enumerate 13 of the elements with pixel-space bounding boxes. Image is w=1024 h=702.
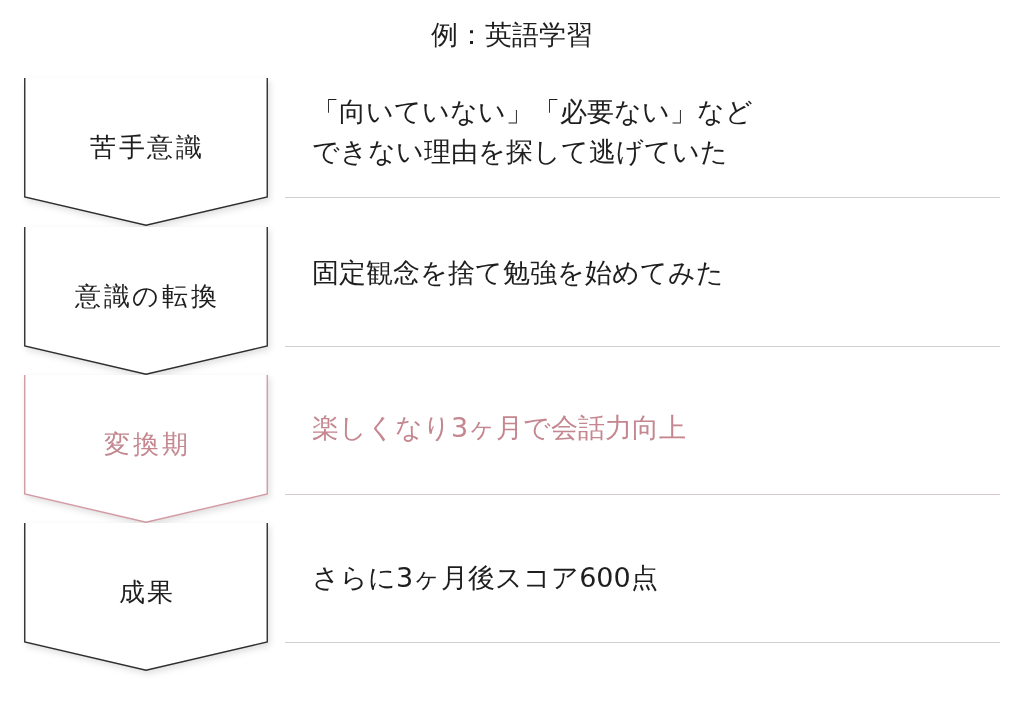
- chevron-step: [24, 227, 268, 375]
- diagram-title: 例：英語学習: [431, 18, 593, 52]
- step-description: 「向いていない」「必要ない」などできない理由を探して逃げていた: [312, 95, 754, 169]
- step-label: 成果: [117, 576, 176, 609]
- chevron-step: [24, 375, 268, 523]
- step-label: 意識の転換: [74, 280, 220, 313]
- step-description: さらに3ヶ月後スコア600点: [312, 561, 658, 595]
- chevron-step: [24, 523, 268, 671]
- step-description: 固定観念を捨て勉強を始めてみた: [312, 256, 724, 290]
- step-label: 変換期: [103, 428, 191, 461]
- step-label: 苦手意識: [89, 131, 205, 164]
- chevron-step: [24, 78, 268, 226]
- step-description: 楽しくなり3ヶ月で会話力向上: [312, 411, 687, 445]
